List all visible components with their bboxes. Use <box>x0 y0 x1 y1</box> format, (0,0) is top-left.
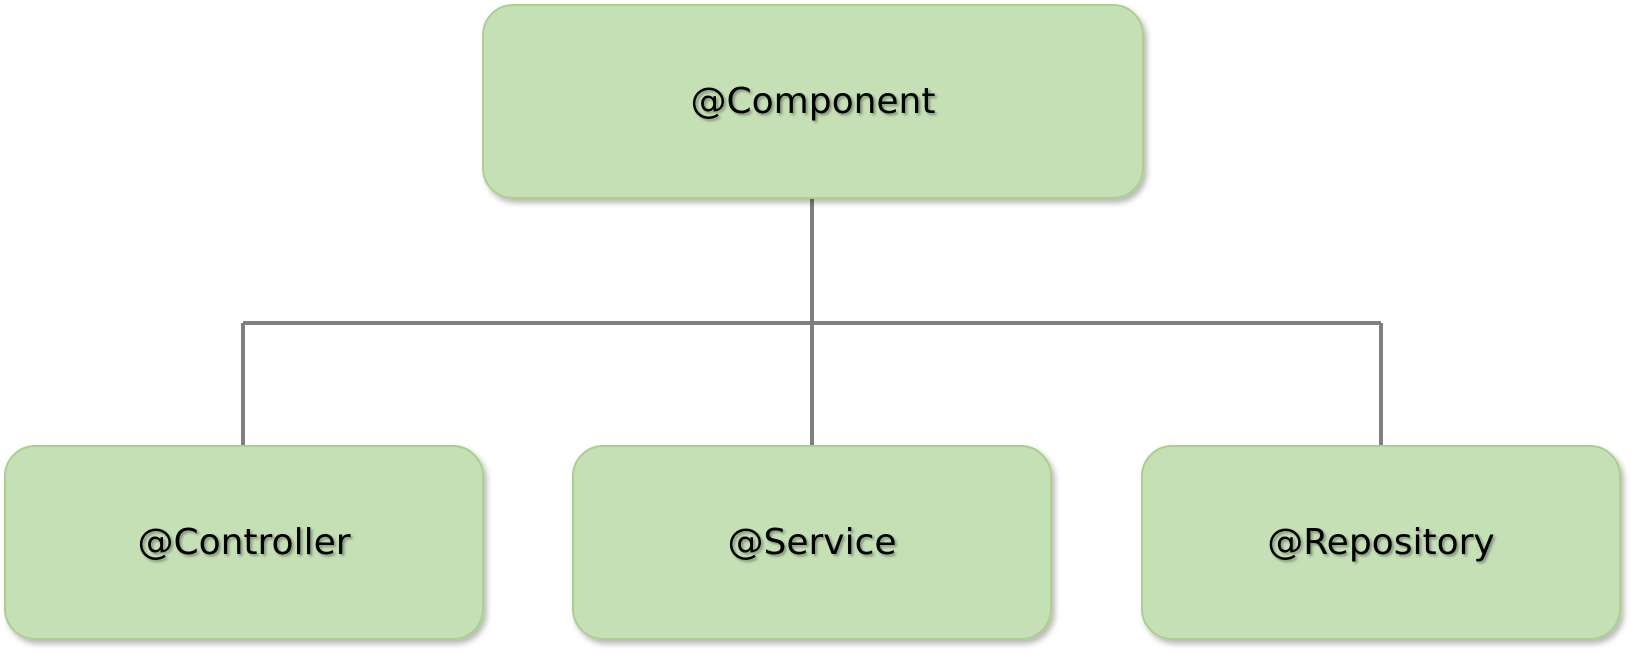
root-node: @Component <box>482 4 1144 199</box>
controller-node-label: @Controller <box>137 522 350 563</box>
repository-node-label: @Repository <box>1267 522 1494 563</box>
child-node-service: @Service <box>572 445 1052 640</box>
repository-node-box <box>1141 445 1621 640</box>
service-node-box <box>572 445 1052 640</box>
child-node-controller: @Controller <box>4 445 484 640</box>
child-node-repository: @Repository <box>1141 445 1621 640</box>
service-node-label: @Service <box>727 522 896 563</box>
root-node-box <box>482 4 1144 199</box>
root-node-label: @Component <box>690 81 935 122</box>
connectors <box>241 198 1383 446</box>
controller-node-box <box>4 445 484 640</box>
